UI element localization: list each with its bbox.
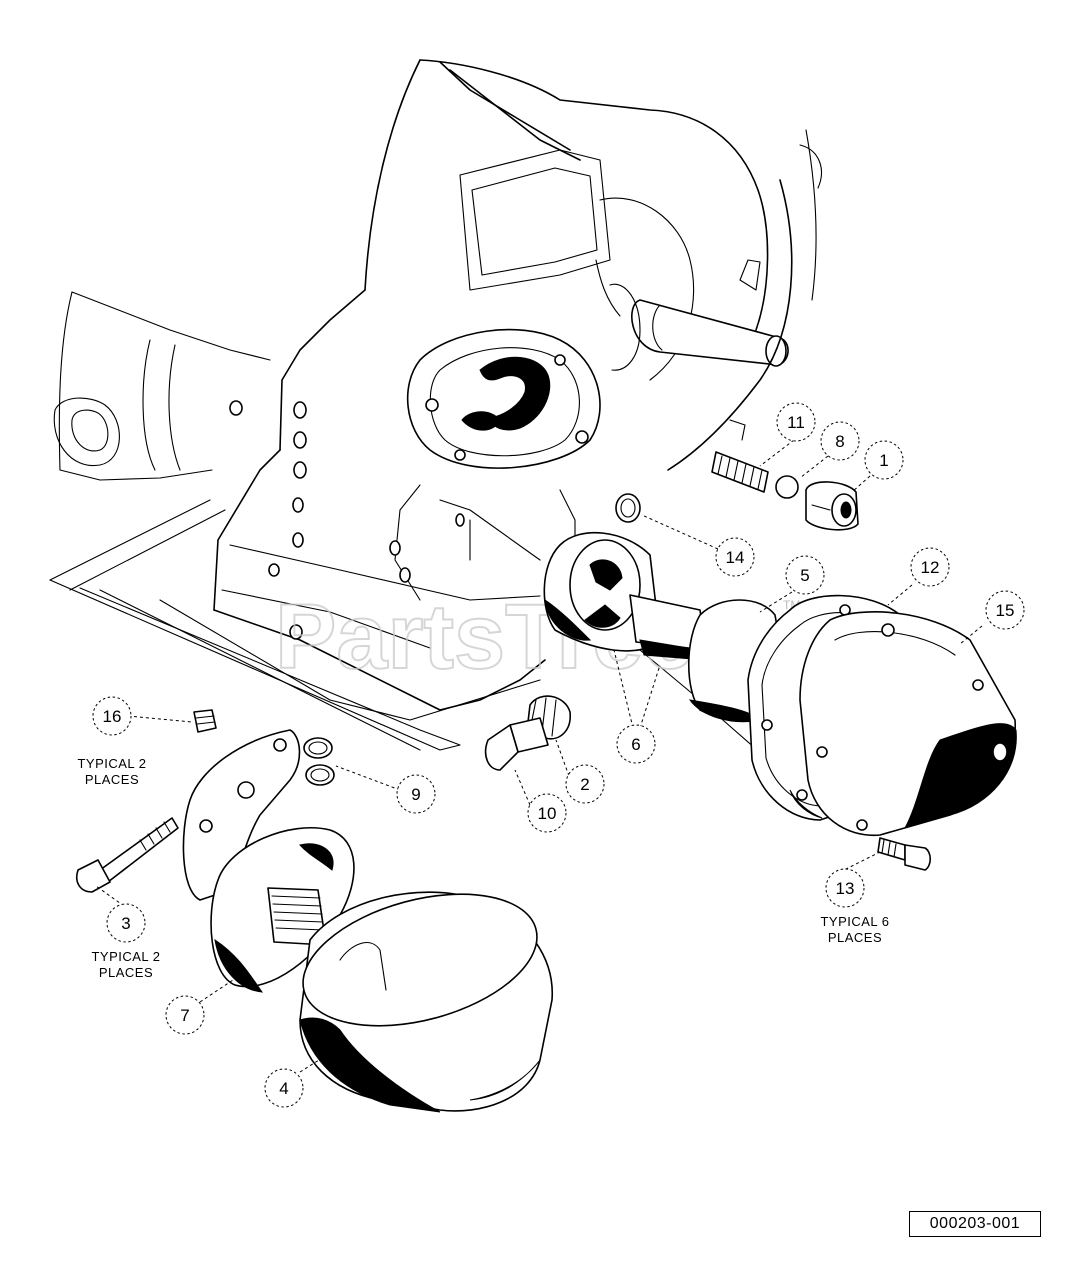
callout-7: 7 bbox=[165, 995, 205, 1035]
callout-10: 10 bbox=[527, 793, 567, 833]
callout-5: 5 bbox=[785, 555, 825, 595]
callout-2: 2 bbox=[565, 764, 605, 804]
callout-4: 4 bbox=[264, 1068, 304, 1108]
svg-text:14: 14 bbox=[726, 548, 745, 567]
note-13-line2: PLACES bbox=[828, 930, 882, 945]
svg-text:11: 11 bbox=[787, 413, 805, 432]
notes: TYPICAL 2 PLACES TYPICAL 2 PLACES TYPICA… bbox=[77, 756, 889, 980]
callout-8: 8 bbox=[820, 421, 860, 461]
callouts: 1 2 3 4 5 6 7 8 9 10 11 12 13 14 15 16 bbox=[92, 402, 1025, 1108]
svg-text:1: 1 bbox=[879, 451, 888, 470]
part-10-bolt bbox=[484, 717, 549, 771]
part-7-adapter bbox=[182, 729, 355, 993]
svg-text:8: 8 bbox=[835, 432, 844, 451]
callout-3: 3 bbox=[106, 903, 146, 943]
svg-text:13: 13 bbox=[836, 879, 855, 898]
callout-13: 13 bbox=[825, 868, 865, 908]
note-3-line2: PLACES bbox=[99, 965, 153, 980]
part-13-bolt bbox=[877, 837, 932, 871]
part-4-filter bbox=[299, 891, 553, 1113]
svg-text:16: 16 bbox=[103, 707, 122, 726]
callout-16: 16 bbox=[92, 696, 132, 736]
svg-text:7: 7 bbox=[180, 1006, 189, 1025]
callout-9: 9 bbox=[396, 774, 436, 814]
callout-15: 15 bbox=[985, 590, 1025, 630]
diagram-id-label: 000203-001 bbox=[909, 1211, 1041, 1237]
callout-11: 11 bbox=[776, 402, 816, 442]
callout-12: 12 bbox=[910, 547, 950, 587]
callout-6: 6 bbox=[616, 724, 656, 764]
note-16-line1: TYPICAL 2 bbox=[77, 756, 146, 771]
part-1-plug bbox=[805, 481, 859, 531]
part-16-plug bbox=[193, 709, 217, 733]
note-3-line1: TYPICAL 2 bbox=[91, 949, 160, 964]
note-16-line2: PLACES bbox=[85, 772, 139, 787]
svg-text:9: 9 bbox=[411, 785, 420, 804]
svg-text:5: 5 bbox=[800, 566, 809, 585]
svg-text:10: 10 bbox=[538, 804, 557, 823]
svg-text:6: 6 bbox=[631, 735, 640, 754]
part-15-cover bbox=[799, 611, 1017, 836]
callout-14: 14 bbox=[715, 537, 755, 577]
part-11-stud bbox=[711, 451, 769, 493]
part-8-ball bbox=[775, 475, 799, 499]
svg-text:15: 15 bbox=[996, 601, 1015, 620]
part-14-oring bbox=[615, 493, 641, 523]
svg-text:4: 4 bbox=[279, 1079, 288, 1098]
callout-1: 1 bbox=[864, 440, 904, 480]
part-6-rotor bbox=[543, 531, 707, 661]
part-3-bolt bbox=[76, 817, 179, 893]
part-9-orings bbox=[303, 737, 335, 786]
engine-block bbox=[49, 59, 822, 771]
svg-text:12: 12 bbox=[921, 558, 940, 577]
svg-text:2: 2 bbox=[580, 775, 589, 794]
note-13-line1: TYPICAL 6 bbox=[820, 914, 889, 929]
svg-text:3: 3 bbox=[121, 914, 130, 933]
